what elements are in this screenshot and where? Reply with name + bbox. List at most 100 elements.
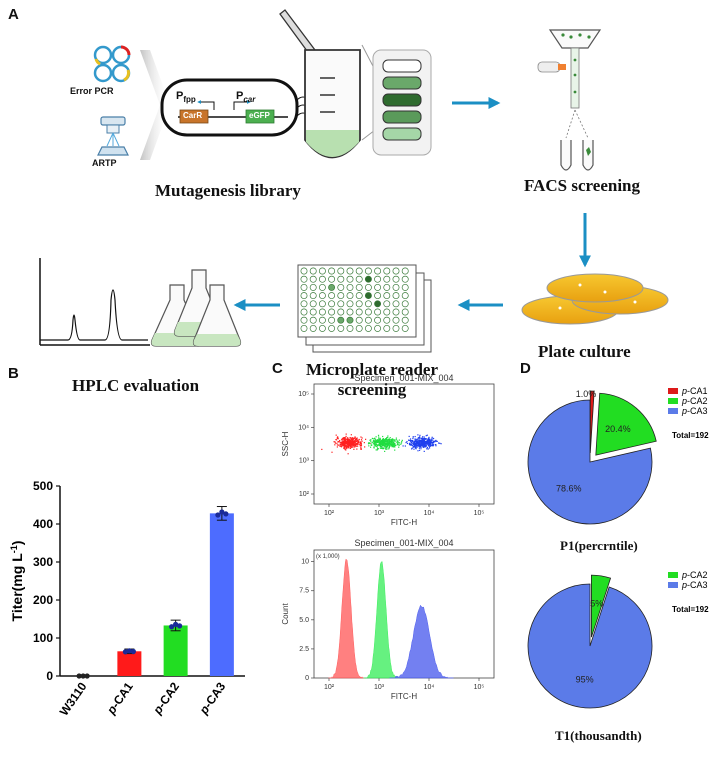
scatter-point bbox=[418, 442, 420, 444]
scatter-point bbox=[356, 438, 358, 440]
scatter-point bbox=[413, 442, 416, 445]
y-tick-label: 2.5 bbox=[299, 646, 309, 653]
microplate-well bbox=[318, 283, 326, 291]
scatter-point bbox=[376, 445, 378, 448]
scatter-point bbox=[384, 447, 386, 449]
scatter-point bbox=[376, 439, 378, 442]
scatter-point bbox=[428, 446, 431, 448]
scatter-point bbox=[422, 445, 425, 447]
microplate-well bbox=[383, 275, 391, 283]
scatter-point bbox=[408, 442, 411, 444]
scatter-point bbox=[355, 438, 357, 440]
microplate-well bbox=[328, 292, 336, 300]
legend-label: p-CA2 bbox=[681, 396, 708, 406]
scatter-point bbox=[382, 448, 384, 450]
scatter-point bbox=[408, 435, 410, 438]
scatter-point bbox=[374, 440, 377, 442]
step-plate-culture: Plate culture bbox=[538, 342, 631, 361]
scatter-point bbox=[387, 435, 389, 437]
scatter-point bbox=[351, 441, 353, 443]
scatter-point bbox=[379, 447, 381, 449]
scatter-point bbox=[341, 444, 343, 446]
scatter-point bbox=[417, 444, 419, 446]
scatter-point bbox=[433, 441, 435, 444]
microplate-well bbox=[392, 308, 400, 316]
scatter-point bbox=[409, 438, 412, 440]
microplate-well bbox=[364, 275, 372, 283]
scatter-point bbox=[435, 440, 438, 442]
pie-total: Total=192 bbox=[672, 431, 709, 440]
scatter-point bbox=[421, 443, 423, 445]
scatter-point bbox=[428, 447, 431, 449]
y-tick-label: 400 bbox=[33, 517, 53, 531]
microplate-well bbox=[337, 292, 345, 300]
pie-slice bbox=[527, 399, 653, 525]
scatter-point bbox=[340, 443, 342, 445]
scatter-point bbox=[342, 443, 344, 445]
scatter-point bbox=[427, 443, 429, 446]
step-mutagenesis-library: Mutagenesis library bbox=[155, 181, 301, 200]
scatter-point bbox=[392, 446, 395, 448]
microplate-well bbox=[364, 283, 372, 291]
microplate-well bbox=[346, 308, 354, 316]
scatter-point bbox=[426, 443, 429, 445]
scatter-point bbox=[342, 443, 345, 446]
scatter-point bbox=[376, 449, 378, 451]
scatter-point bbox=[344, 439, 346, 441]
microplate-well bbox=[392, 316, 400, 324]
scatter-point bbox=[374, 441, 376, 443]
scatter-point bbox=[413, 443, 415, 446]
scatter-point bbox=[376, 439, 378, 441]
scatter-point bbox=[418, 444, 420, 447]
scatter-point bbox=[381, 444, 383, 446]
scatter-point bbox=[411, 442, 413, 445]
scatter-point bbox=[397, 442, 400, 444]
scatter-point bbox=[396, 441, 398, 443]
scatter-point bbox=[351, 440, 353, 442]
scatter-point bbox=[357, 443, 359, 445]
scatter-point bbox=[374, 438, 377, 440]
microplate-well bbox=[383, 267, 391, 275]
scatter-point bbox=[352, 439, 354, 441]
scatter-point bbox=[431, 444, 434, 446]
microplate-well bbox=[374, 300, 382, 308]
scatter-point bbox=[358, 441, 360, 443]
scatter-point bbox=[430, 443, 432, 446]
scatter-point bbox=[368, 445, 370, 447]
scatter-point bbox=[377, 448, 379, 450]
microplate-well bbox=[401, 308, 409, 316]
scatter-point bbox=[429, 441, 431, 443]
scatter-point bbox=[419, 441, 421, 443]
scatter-point bbox=[349, 443, 351, 446]
legend-swatch bbox=[668, 398, 678, 404]
microplate-well bbox=[374, 283, 382, 291]
scatter-point bbox=[387, 438, 389, 441]
pie-value-label: 78.6% bbox=[556, 484, 582, 494]
scatter-point bbox=[353, 443, 355, 445]
scatter-point bbox=[383, 441, 385, 443]
scatter-point bbox=[348, 441, 350, 443]
scatter-point bbox=[419, 442, 421, 445]
scatter-point bbox=[410, 441, 412, 443]
microplate-well bbox=[355, 308, 363, 316]
microplate-well bbox=[392, 275, 400, 283]
microplate-well bbox=[337, 300, 345, 308]
scatter-point bbox=[339, 444, 341, 446]
scatter-point bbox=[423, 440, 425, 443]
microplate-well bbox=[346, 292, 354, 300]
microplate-well bbox=[364, 324, 372, 332]
scatter-point bbox=[346, 446, 348, 448]
scatter-point bbox=[349, 445, 351, 447]
scatter-point bbox=[419, 445, 421, 447]
scatter-point bbox=[387, 444, 390, 446]
scatter-point bbox=[346, 442, 349, 445]
scatter-point bbox=[393, 442, 396, 445]
scatter-point bbox=[415, 445, 418, 447]
panel-letter-d: D bbox=[520, 360, 531, 377]
scatter-point bbox=[372, 441, 374, 443]
facs-scatter-plot: Specimen_001-MIX_00410²10²10³10³10⁴10⁴10… bbox=[281, 373, 495, 527]
pie-value-label: 1.0% bbox=[576, 389, 597, 399]
scatter-point bbox=[337, 440, 339, 443]
scatter-point bbox=[359, 442, 361, 444]
scatter-point bbox=[341, 441, 343, 443]
